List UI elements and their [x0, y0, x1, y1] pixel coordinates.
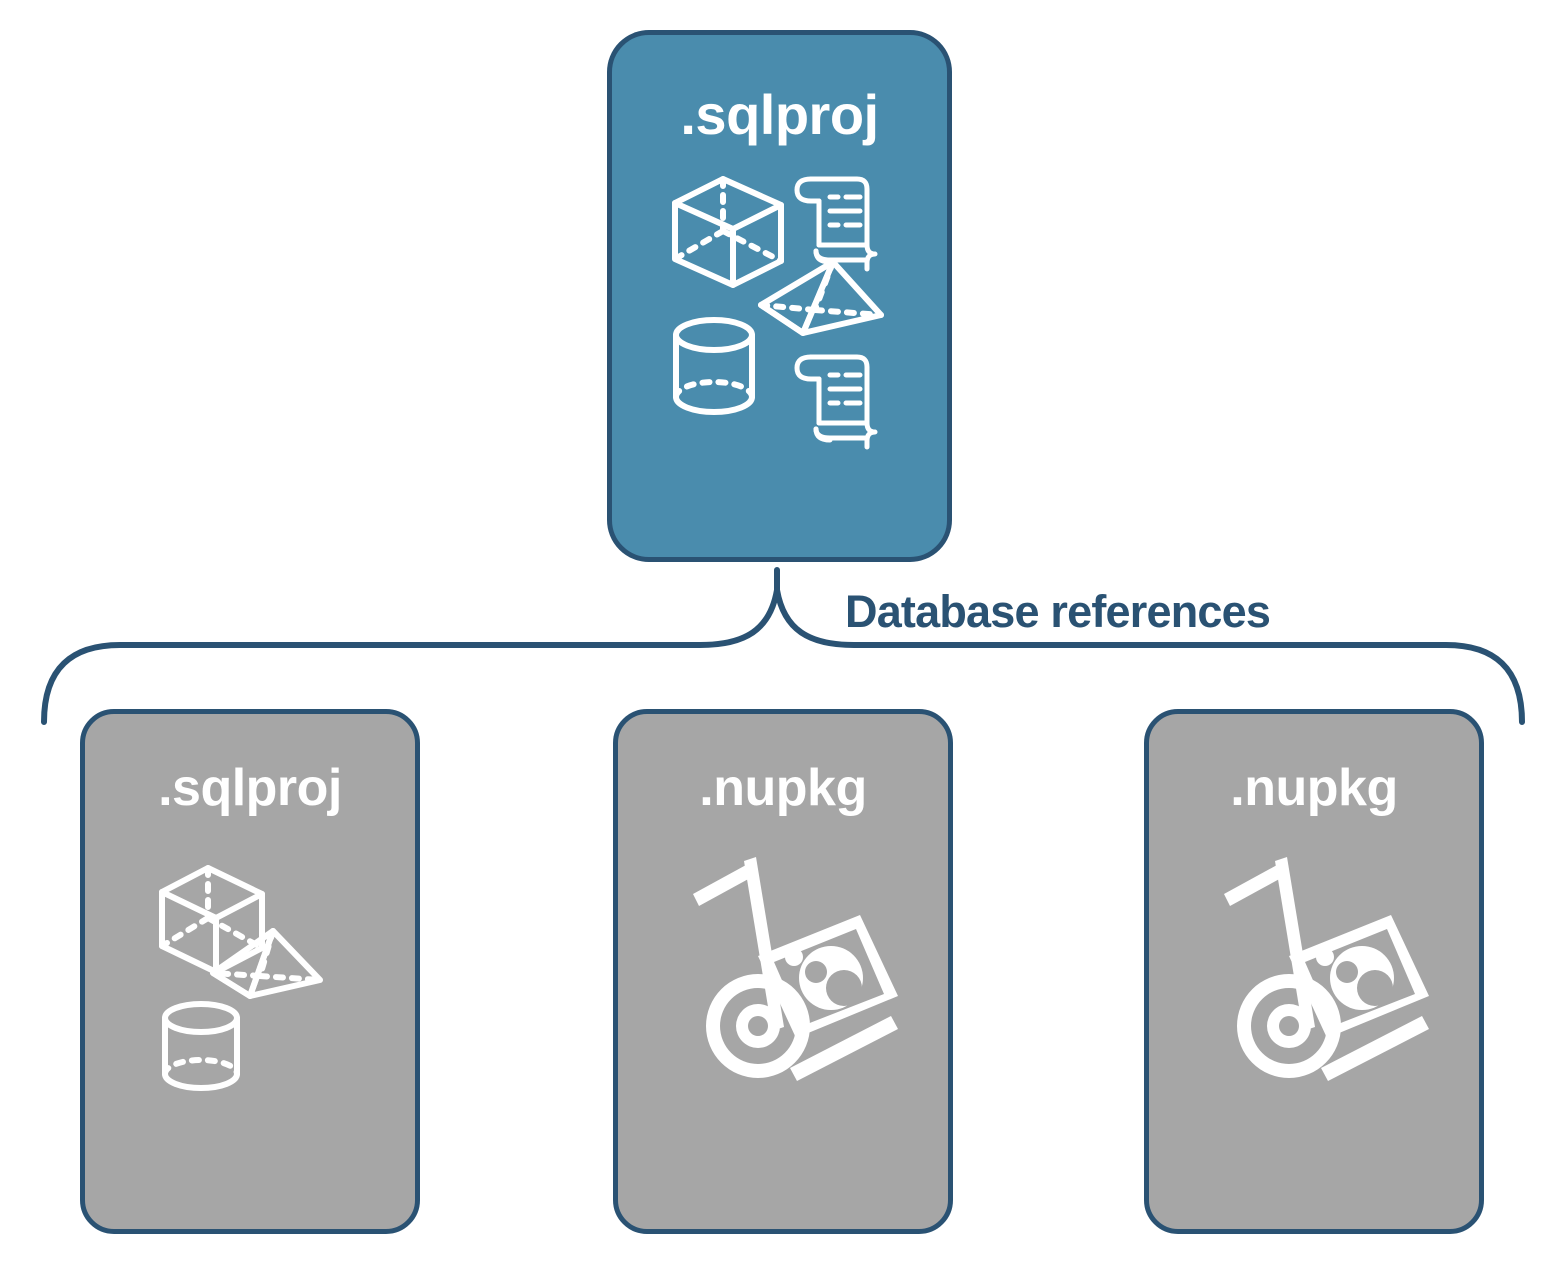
parent-node-artwork [612, 143, 947, 557]
hand-truck-package-icon [693, 857, 898, 1081]
node-sqlproj-child[interactable]: .sqlproj [80, 709, 420, 1234]
node-title-nupkg-2: .nupkg [1230, 759, 1398, 817]
node-nupkg-1[interactable]: .nupkg [613, 709, 953, 1234]
pyramid-wireframe-icon [210, 928, 323, 999]
cylinder-wireframe-icon [162, 1001, 240, 1091]
node-sqlproj-parent[interactable]: .sqlproj [607, 30, 952, 562]
node-nupkg-2[interactable]: .nupkg [1144, 709, 1484, 1234]
scroll-script-icon [794, 354, 877, 450]
node-title-sqlproj-child: .sqlproj [158, 759, 342, 817]
child-nupkg-artwork-1 [618, 814, 948, 1229]
child-nupkg-artwork-2 [1149, 814, 1479, 1229]
cube-wireframe-icon [671, 176, 784, 288]
connector-label-database-references: Database references [845, 586, 1271, 637]
cylinder-wireframe-icon [672, 317, 755, 415]
node-title-sqlproj-parent: .sqlproj [680, 83, 879, 146]
child-sqlproj-artwork [85, 814, 415, 1229]
hand-truck-package-icon [1224, 857, 1429, 1081]
pyramid-wireframe-icon [757, 259, 884, 336]
node-title-nupkg-1: .nupkg [699, 759, 867, 817]
scroll-script-icon [794, 176, 877, 272]
cube-wireframe-icon [159, 865, 265, 975]
